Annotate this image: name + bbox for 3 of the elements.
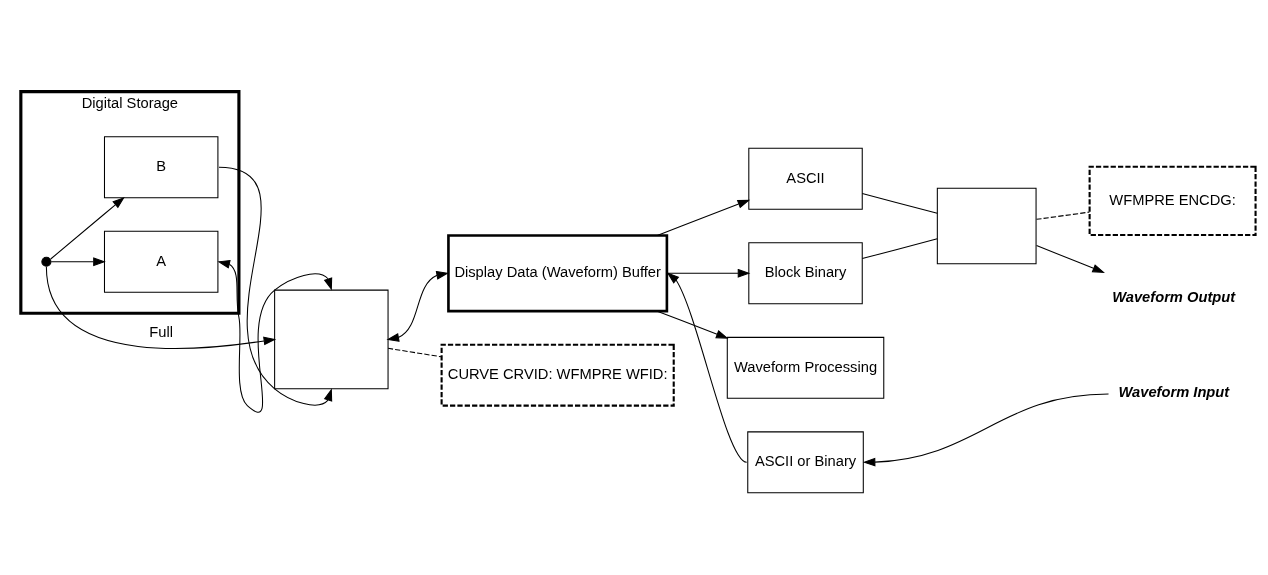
node-text: Waveform Output — [1112, 288, 1236, 305]
edge-label: Full — [149, 323, 174, 340]
node-text: Waveform Input — [1118, 383, 1230, 400]
